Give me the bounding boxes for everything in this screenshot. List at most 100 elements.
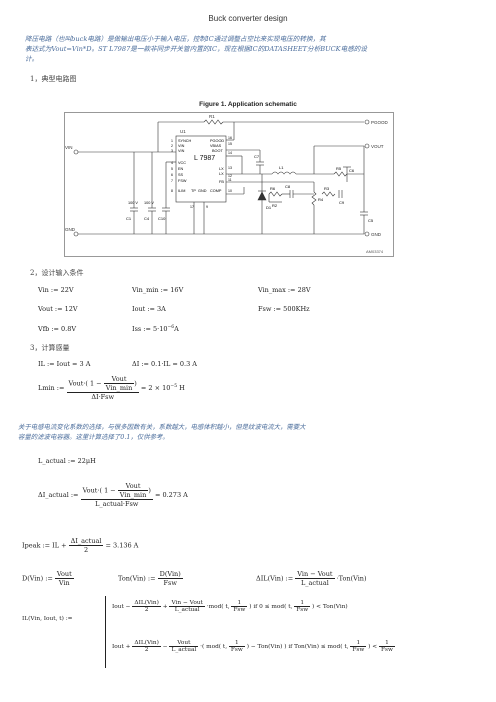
ipeak-num: ΔI_actual bbox=[68, 537, 104, 546]
ilf-r1-if: if 0 ≤ mod( t, bbox=[253, 604, 293, 610]
intro-line-3: 计。 bbox=[25, 55, 39, 63]
label-ic-name: L 7987 bbox=[194, 155, 215, 162]
il-fn-brace bbox=[105, 596, 108, 668]
intro-line-1: 降压电路（也叫buck电路）是做输出电压小于输入电压，控制IC通过调整占空比来实… bbox=[25, 35, 326, 43]
pin-right-num-13: 13 bbox=[228, 166, 232, 170]
ilf-r2-a: Iout + bbox=[112, 644, 131, 650]
pin-left-num-7: 7 bbox=[171, 179, 173, 183]
ilf-r1-mod: ·mod( t, bbox=[206, 604, 230, 610]
pin-left-2: VIN bbox=[178, 144, 185, 148]
lmin-lhs: Lmin := bbox=[38, 384, 65, 392]
ton-num: D(Vin) bbox=[157, 570, 183, 579]
pin-right-num-12: 12 bbox=[228, 174, 232, 178]
pin-right-15: VBIAS bbox=[210, 144, 222, 148]
dia-inner-num: Vout bbox=[117, 482, 149, 491]
label-c9: C9 bbox=[339, 200, 345, 205]
calc-delta-il-fn: ΔIL(Vin) := Vin − Vout L_actual ·Ton(Vin… bbox=[256, 570, 367, 587]
label-c6: C6 bbox=[349, 168, 355, 173]
lmin-exponent: −5 bbox=[170, 383, 178, 389]
calc-delta-i: ΔI := 0.1·IL = 0.3 A bbox=[132, 360, 197, 368]
ilf-r2-c: Vout L_actual bbox=[169, 640, 199, 653]
ton-den: Fsw bbox=[163, 579, 177, 587]
note-paragraph: 关于电感电流变化系数的选择，与很多因数有关，系数越大，电感体积越小，但是纹波电流… bbox=[18, 422, 478, 442]
calc-l-actual: L_actual := 22μH bbox=[38, 457, 96, 465]
label-c1: C1 bbox=[126, 216, 132, 221]
lmin-unit: H bbox=[179, 384, 185, 392]
ilf-r2-if-one: 1 bbox=[350, 640, 367, 647]
calc-delta-i-actual: ΔI_actual := Vout·( 1 − Vout Vin_min ) L… bbox=[38, 482, 188, 508]
calc-ipeak: Ipeak := IL + ΔI_actual 2 = 3.136 A bbox=[22, 537, 138, 554]
lmin-inner-den: Vin_min bbox=[105, 384, 133, 392]
ton-fraction: D(Vin) Fsw bbox=[157, 570, 183, 587]
application-schematic: R1 PGOOD VOUT VIN GND GND U1 L 7987 AM03… bbox=[64, 112, 394, 257]
ilf-r2-mid: ) − Ton(Vin) ) bbox=[246, 644, 287, 650]
duty-fraction: Vout Vin bbox=[54, 570, 74, 587]
intro-line-2: 表达式为Vout=Vin*D。ST L7987是一款非同步开关管内置的IC，现在… bbox=[25, 45, 367, 53]
pin-right-12: LX bbox=[219, 172, 224, 176]
ilf-r1-if-fsw: Fsw bbox=[296, 607, 309, 613]
label-c7: C7 bbox=[254, 154, 260, 159]
dilfn-num: Vin − Vout bbox=[295, 570, 335, 579]
input-vin: Vin := 22V bbox=[38, 286, 74, 294]
input-iss: Iss := 5·10−6A bbox=[132, 325, 179, 333]
dilfn-lhs: ΔIL(Vin) := bbox=[256, 574, 294, 583]
il-fn-row-2: Iout + ΔIL(Vin) 2 − Vout L_actual ·( mod… bbox=[112, 640, 395, 653]
ilf-r1-c: Vin − Vout L_actual bbox=[169, 600, 205, 613]
label-l1: L1 bbox=[279, 165, 284, 170]
label-gnd-right: GND bbox=[371, 232, 382, 237]
ilf-r2-c-den: L_actual bbox=[171, 647, 197, 653]
ilf-r2-b: ΔIL(Vin) 2 bbox=[132, 640, 161, 653]
iss-base: Iss := 5·10 bbox=[132, 325, 168, 334]
figure-caption: Figure 1. Application schematic bbox=[199, 101, 297, 108]
pin-left-num-2: 2 bbox=[171, 144, 173, 148]
ilf-r2-b-num: ΔIL(Vin) bbox=[132, 640, 161, 647]
il-fn-lhs: IL(Vin, Iout, t) := bbox=[22, 616, 73, 622]
ilf-r2-minus: − bbox=[162, 644, 168, 650]
dia-den: L_actual·Fsw bbox=[95, 500, 139, 508]
lmin-num-vout: Vout· bbox=[68, 379, 86, 388]
label-r1: R1 bbox=[209, 114, 215, 119]
ilf-r2-end-inv-fsw: 1 Fsw bbox=[378, 640, 395, 653]
calc-il: IL := Iout = 3 A bbox=[38, 360, 91, 368]
pin-left-3: VIN bbox=[178, 149, 185, 153]
ilf-r2-if-fsw: Fsw bbox=[352, 647, 365, 653]
pin-bottom-gnd: GND bbox=[198, 189, 207, 193]
pin-right-num-16: 16 bbox=[228, 136, 232, 140]
dia-inner-fraction: Vout Vin_min bbox=[117, 482, 149, 499]
ilf-r1-inv-fsw: 1 Fsw bbox=[231, 600, 248, 613]
ipeak-fraction: ΔI_actual 2 bbox=[68, 537, 104, 554]
ilf-r2-mod: ·( mod( t, bbox=[200, 644, 228, 650]
label-ref: AM03374 bbox=[366, 249, 384, 254]
pin-right-num-11: 11 bbox=[228, 178, 232, 182]
pin-left-num-6: 6 bbox=[171, 173, 173, 177]
lmin-inner-num: Vout bbox=[103, 375, 135, 384]
lmin-den: ΔI·Fsw bbox=[91, 393, 115, 401]
lmin-result: = 2 × 10 bbox=[140, 384, 171, 392]
dilfn-den: L_actual bbox=[300, 579, 329, 587]
calc-ton: Ton(Vin) := D(Vin) Fsw bbox=[118, 570, 183, 587]
label-100v-1: 100 V bbox=[128, 201, 138, 205]
dia-result: = 0.273 A bbox=[154, 491, 188, 499]
input-vout: Vout := 12V bbox=[38, 305, 78, 313]
pin-right-11: FB bbox=[219, 180, 224, 184]
dia-fraction: Vout·( 1 − Vout Vin_min ) L_actual·Fsw bbox=[80, 482, 153, 508]
label-r4: R4 bbox=[318, 197, 324, 202]
ilf-r1-close: ) bbox=[249, 604, 252, 610]
label-r3: R3 bbox=[324, 186, 330, 191]
ilf-r1-c-num: Vin − Vout bbox=[169, 600, 205, 607]
ilf-r1-b-num: ΔIL(Vin) bbox=[132, 600, 161, 607]
label-d1: D1 bbox=[266, 205, 272, 210]
pin-right-num-15: 15 bbox=[228, 142, 232, 146]
page-title: Buck converter design bbox=[208, 14, 288, 23]
input-fsw: Fsw := 500KHz bbox=[258, 305, 310, 313]
ilf-r1-plus: + bbox=[162, 604, 168, 610]
ilf-r1-lt: ) < Ton(Vin) bbox=[312, 604, 348, 610]
ilf-r1-one: 1 bbox=[231, 600, 248, 607]
section-3-heading: 3，计算感量 bbox=[30, 344, 70, 352]
label-c8: C8 bbox=[285, 184, 291, 189]
label-gnd-left: GND bbox=[65, 227, 76, 232]
pin-left-num-5: 5 bbox=[171, 167, 173, 171]
pin-left-5: EN bbox=[178, 167, 184, 171]
iss-exponent: −6 bbox=[167, 325, 175, 330]
duty-den: Vin bbox=[58, 579, 70, 587]
